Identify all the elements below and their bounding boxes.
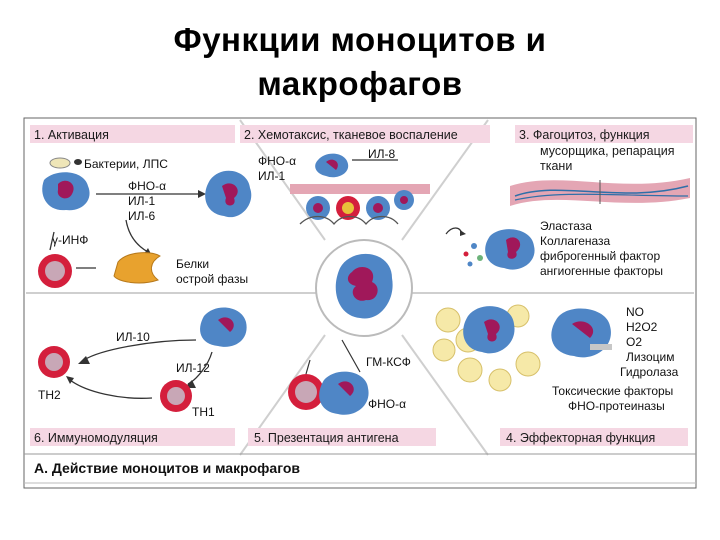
label-tnf-alpha-3: ФНО-α	[368, 397, 406, 411]
title-line-2: макрофагов	[257, 65, 463, 102]
th1-lymphocyte	[160, 380, 192, 412]
arrow-right-icon	[460, 230, 466, 236]
label-collagenase: Коллагеназа	[540, 234, 611, 248]
liver-icon	[113, 252, 161, 284]
panel-2-chemotaxis: ФНО-α ИЛ-1 ИЛ-8	[258, 147, 430, 226]
label-o2: O2	[626, 335, 642, 349]
label-gm-csf: ГМ-КСФ	[366, 355, 411, 369]
panel-3-caption-line-1: 3. Фагоцитоз, функция	[519, 128, 649, 142]
panel-3-caption-line-3: ткани	[540, 159, 572, 173]
phagocytosing-macrophage	[485, 229, 535, 270]
label-gamma-ifn: γ-ИНФ	[52, 233, 88, 247]
label-hydrolase: Гидролаза	[620, 365, 679, 379]
neutrophil-row	[306, 190, 414, 220]
label-tnf-alpha-2: ФНО-α	[258, 154, 296, 168]
label-h2o2: H2O2	[626, 320, 658, 334]
panel-3-caption-line-2: мусорщика, репарация	[540, 144, 675, 158]
lymphocyte-1	[38, 254, 72, 288]
label-acute-phase-1: Белки	[176, 257, 209, 271]
caption-band-5	[248, 428, 436, 446]
label-il-1-a: ИЛ-1	[128, 194, 155, 208]
panel-1-activation: Бактерии, ЛПС ФНО-α ИЛ-1 ИЛ-6 γ-ИНФ Белк…	[38, 157, 252, 288]
panel-6-caption: 6. Иммуномодуляция	[34, 431, 158, 445]
label-il-10: ИЛ-10	[116, 330, 150, 344]
panel-4-effector: NO H2O2 O2 Лизоцим Гидролаза Токсические…	[432, 304, 679, 413]
caption-band-3	[515, 125, 693, 143]
panel-1-caption: 1. Активация	[34, 128, 109, 142]
chemotaxis-macrophage	[315, 153, 349, 178]
macrophage-1b	[205, 170, 252, 218]
presenting-macrophage	[319, 371, 369, 415]
label-no: NO	[626, 305, 644, 319]
caption-band-6	[30, 428, 235, 446]
granule-icon	[590, 344, 612, 350]
label-tnf-proteinases: ФНО-протеиназы	[568, 399, 665, 413]
label-il-8: ИЛ-8	[368, 147, 395, 161]
label-il-6: ИЛ-6	[128, 209, 155, 223]
arrow-left-icon	[66, 376, 74, 384]
debris-particles	[463, 243, 483, 267]
label-lysozyme: Лизоцим	[626, 350, 674, 364]
activated-macrophage-1	[42, 172, 90, 211]
caption-band-4	[500, 428, 688, 446]
effector-macrophage-1	[463, 306, 515, 354]
label-th1: TH1	[192, 405, 215, 419]
label-tnf-alpha-1: ФНО-α	[128, 179, 166, 193]
presenting-lymphocyte	[288, 374, 324, 410]
panel-2-caption: 2. Хемотаксис, тканевое воспаление	[244, 128, 458, 142]
arrow-right-icon	[198, 190, 206, 198]
label-il-1-b: ИЛ-1	[258, 169, 285, 183]
label-il-12: ИЛ-12	[176, 361, 210, 375]
label-th2: TH2	[38, 388, 61, 402]
panel-6-immunomodulation: ИЛ-10 ИЛ-12 TH2 TH1	[38, 307, 247, 419]
th2-lymphocyte	[38, 346, 70, 378]
label-toxic-factors: Токсические факторы	[552, 384, 673, 398]
caption-band-1	[30, 125, 235, 143]
label-fibrogenic-factor: фиброгенный фактор	[540, 249, 660, 263]
arrow-left-icon	[78, 356, 90, 364]
slide-title: Функции моноцитов и макрофагов	[0, 18, 720, 106]
panel-4-caption: 4. Эффекторная функция	[506, 431, 655, 445]
effector-macrophage-2	[551, 308, 611, 358]
title-line-1: Функции моноцитов и	[173, 21, 547, 58]
central-monocyte	[335, 253, 393, 319]
label-bacteria-lps: Бактерии, ЛПС	[84, 157, 168, 171]
label-angiogenic-factors: ангиогенные факторы	[540, 264, 663, 278]
panel-5-caption: 5. Презентация антигена	[254, 431, 399, 445]
panel-5-antigen-presentation: ГМ-КСФ ФНО-α	[288, 339, 411, 415]
figure-caption: А. Действие моноцитов и макрофагов	[34, 460, 300, 476]
modulating-macrophage	[200, 307, 247, 347]
label-elastase: Эластаза	[540, 219, 592, 233]
caption-band-2	[240, 125, 490, 143]
vessel-wall-top	[290, 184, 430, 194]
label-acute-phase-2: острой фазы	[176, 272, 248, 286]
panel-3-phagocytosis: Эластаза Коллагеназа фиброгенный фактор …	[445, 178, 690, 278]
